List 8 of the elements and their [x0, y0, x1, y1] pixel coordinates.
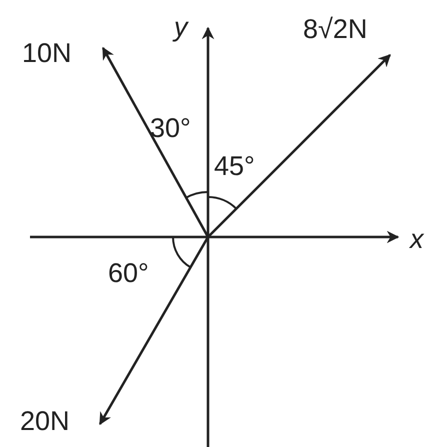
axis-label: y: [174, 14, 188, 41]
angle-label: 30°: [150, 115, 191, 142]
force-label: 8√2N: [303, 16, 368, 43]
angle-label: 45°: [214, 153, 255, 180]
force-label: 10N: [22, 40, 72, 67]
angle-label: 60°: [108, 260, 149, 287]
force-label: 20N: [20, 408, 70, 435]
axis-label: x: [410, 226, 424, 253]
